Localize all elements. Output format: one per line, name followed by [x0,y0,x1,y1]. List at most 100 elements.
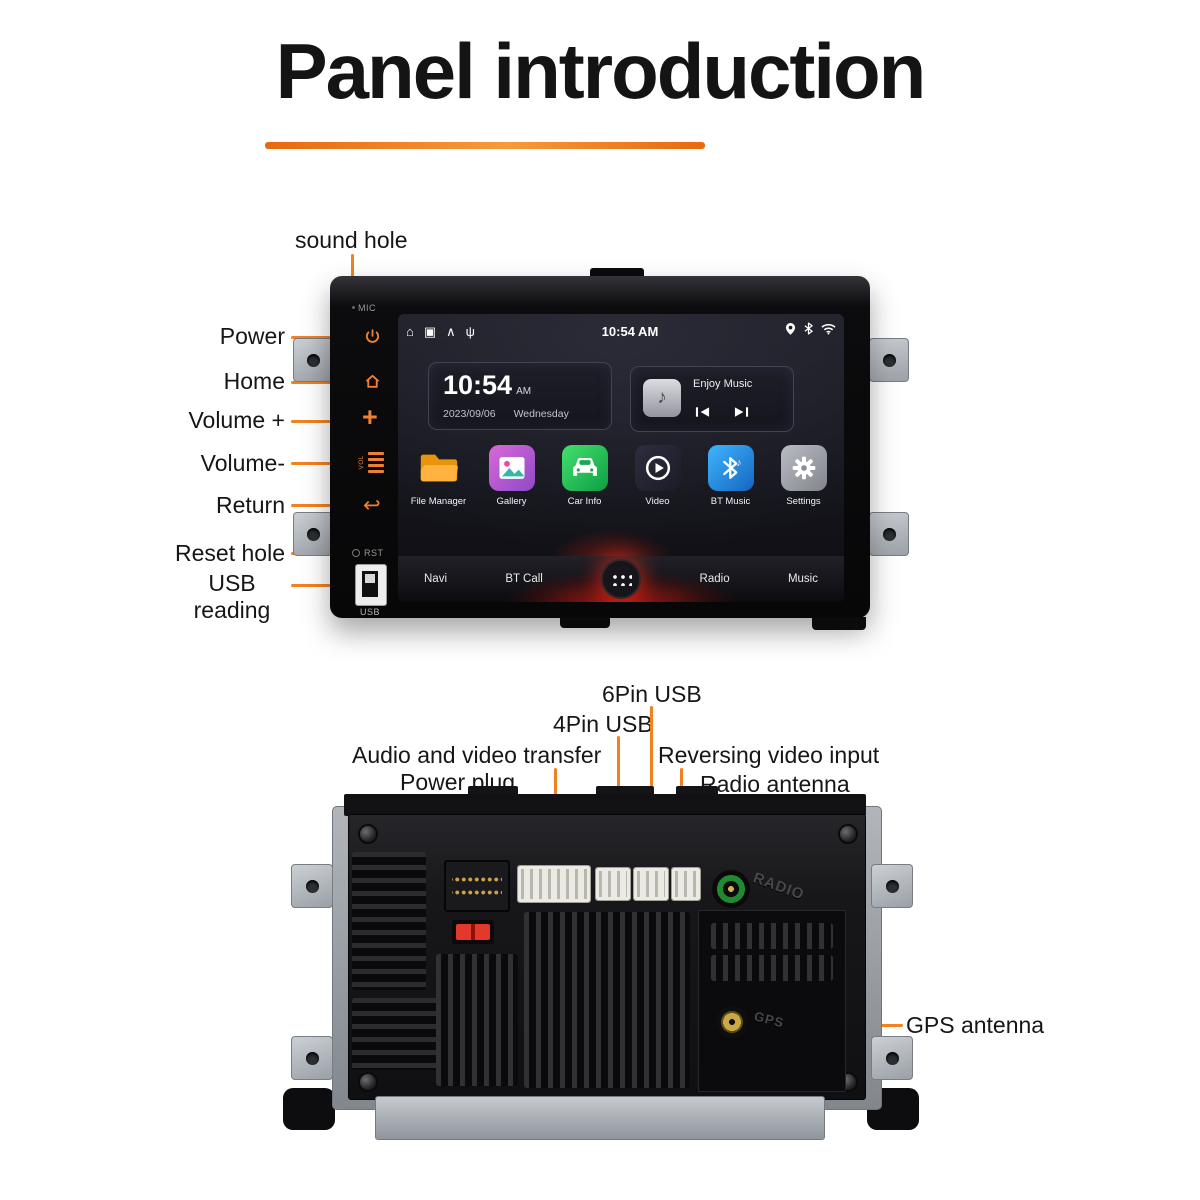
app-label: BT Music [710,496,751,507]
mic-marking: MIC [358,303,376,313]
label-usb-reading-1: USB [208,570,256,596]
heatsink-vent [524,912,690,1088]
clock-widget: 10:54 AM 2023/09/06 Wednesday [428,362,612,430]
status-bar: ⌂ ▣ ∧ ψ 10:54 AM [406,318,836,344]
heatsink-vent [352,852,426,990]
back-subpanel [698,910,846,1092]
heatsink-vent [436,954,518,1086]
usb-port [355,564,387,606]
dock-item-navi: Navi [424,573,448,585]
wifi-icon [821,322,836,340]
power-plug-connector [444,860,510,912]
volume-bars-icon: VOL [358,452,384,473]
heatsink-vent [711,955,833,981]
vol-marking: VOL [358,455,365,470]
touch-screen: ⌂ ▣ ∧ ψ 10:54 AM 10:54 AM [398,314,844,602]
callout-line-volume-up [291,420,361,423]
label-6pin-usb: 6Pin USB [602,681,702,707]
gps-antenna-jack [716,1006,748,1038]
screw [358,824,378,844]
status-time: 10:54 AM [601,323,659,339]
screw [358,1072,378,1092]
label-power: Power [219,323,285,349]
album-art: ♪ [643,379,681,417]
svg-text:♪: ♪ [736,457,741,469]
chevron-up-icon: ∧ [446,323,456,339]
6pin-usb-connector [633,867,669,901]
callout-line-home [291,381,361,384]
app-gallery: Gallery [477,445,547,507]
label-return: Return [215,492,285,518]
label-gps-antenna: GPS antenna [906,1012,1045,1038]
usb-marking: USB [360,607,381,617]
clock-date: 2023/09/06 [443,408,496,420]
dock-item-bt-call: BT Call [505,573,543,585]
clock-time: 10:54 [443,370,513,400]
status-right-icons [785,322,836,340]
return-icon: ↩ [363,494,381,517]
label-reversing-video-input: Reversing video input [658,742,880,768]
connector-pins [452,870,502,902]
photo-icon [488,445,535,491]
back-top-tab [676,786,718,796]
bluetooth-note-icon: ♪ [707,445,754,491]
title-underline [265,142,705,149]
reset-hole-dot [352,549,360,557]
label-4pin-usb: 4Pin USB [553,711,653,737]
apps-drawer-button [601,559,642,599]
front-bottom-tab [560,617,610,628]
4pin-usb-connector [595,867,631,901]
mount-bracket [293,512,333,556]
home-icon [364,373,381,395]
app-label: Car Info [567,496,602,507]
radio-antenna-jack [712,870,750,908]
front-bottom-tab [812,617,866,630]
mount-bracket [293,338,333,382]
recents-icon: ▣ [423,323,437,339]
volume-plus-icon: + [362,402,378,432]
label-audio-video-transfer: Audio and video transfer [352,742,602,768]
mount-bracket [291,1036,333,1080]
app-label: Settings [786,496,821,507]
music-widget: ♪ Enjoy Music [630,366,794,432]
back-top-tab [468,786,518,796]
gear-icon [780,445,827,491]
heatsink-vent [711,923,833,949]
power-switch [452,920,494,944]
bluetooth-icon [804,322,813,340]
app-file-manager: File Manager [404,445,474,507]
app-bt-music: ♪ BT Music [696,445,766,507]
bottom-rail [375,1096,825,1140]
clock-weekday: Wednesday [513,408,569,420]
label-radio-antenna: Radio antenna [700,771,850,797]
clock-meridiem: AM [516,386,532,397]
reversing-video-connector [671,867,701,901]
front-panel: MIC + VOL ↩ RST USB ⌂ ▣ ∧ [330,276,870,618]
car-icon [561,445,608,491]
back-top-tab [596,786,654,796]
mount-bracket [869,338,909,382]
app-settings: Settings [769,445,839,507]
label-volume-down: Volume- [200,450,285,476]
sound-hole [352,306,355,309]
folder-icon [416,445,462,491]
audio-video-connector [517,865,591,903]
mount-bracket [869,512,909,556]
label-usb-reading-2: reading [193,597,271,623]
previous-track-icon [695,405,710,423]
callout-line-return [291,504,361,507]
label-reset-hole: Reset hole [175,540,285,566]
music-title: Enjoy Music [693,378,753,390]
label-sound-hole: sound hole [295,227,408,253]
mount-bracket [871,1036,913,1080]
page-title: Panel introduction [275,27,927,115]
next-track-icon [734,405,749,423]
power-icon [364,328,381,350]
callout-line-volume-down [291,462,361,465]
play-icon [634,445,681,491]
dock-item-music: Music [787,573,818,585]
label-volume-up: Volume + [188,407,285,433]
mount-bracket [291,864,333,908]
app-car-info: Car Info [550,445,620,507]
